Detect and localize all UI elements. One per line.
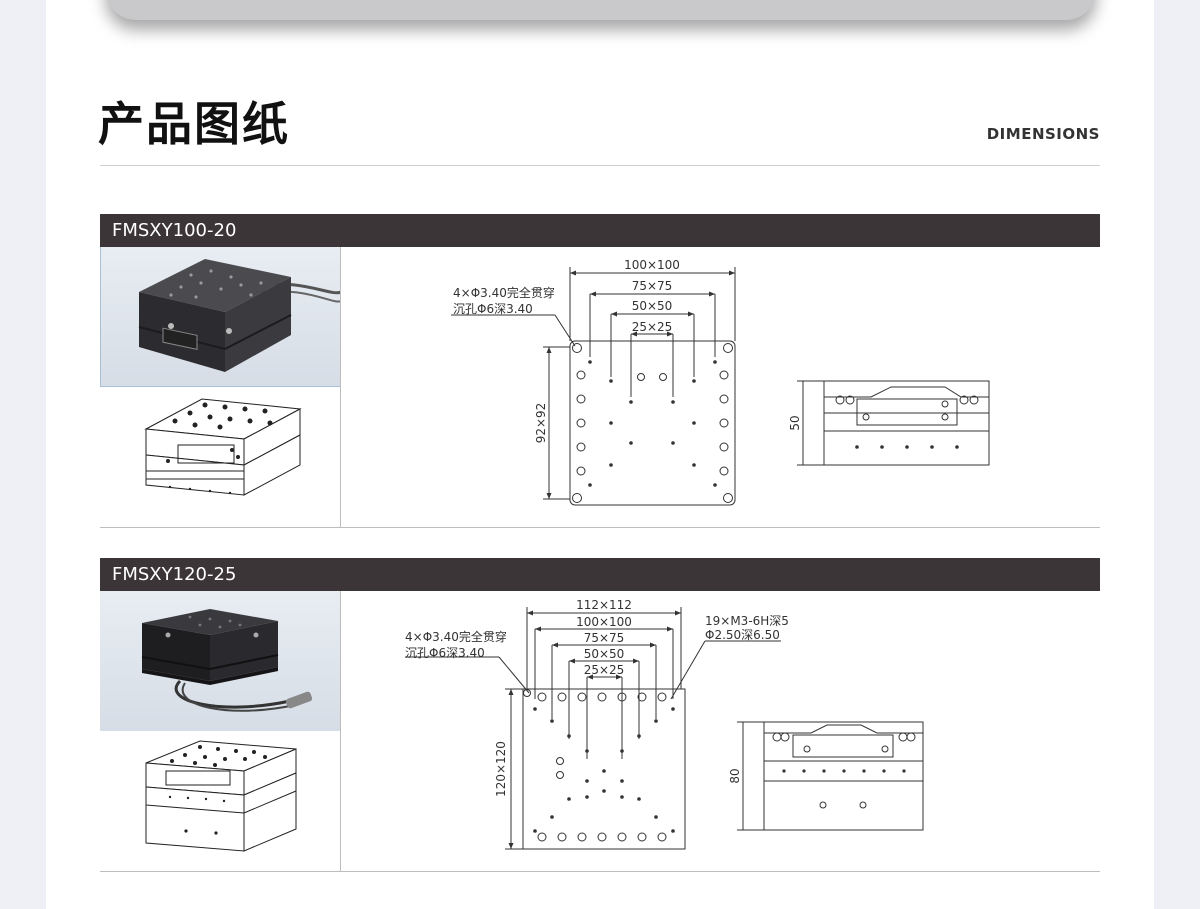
dim-side: 120×120: [494, 741, 508, 797]
product-line-sketch: [100, 387, 340, 531]
dim-25: 25×25: [632, 320, 673, 334]
hole-note-line2: 沉孔Φ6深3.40: [453, 302, 533, 316]
dim-75: 75×75: [632, 279, 673, 293]
product-section-2: FMSXY120-25: [100, 558, 1100, 872]
dim-25: 25×25: [584, 663, 625, 677]
product-body: 112×112 100×100 75×75 50×50 25×25 120×12…: [100, 591, 1100, 872]
product-page: 产品图纸 DIMENSIONS FMSXY100-20: [46, 0, 1154, 909]
dim-100: 100×100: [576, 615, 632, 629]
technical-drawing: 112×112 100×100 75×75 50×50 25×25 120×12…: [341, 591, 1100, 875]
title-divider: [100, 165, 1100, 166]
column-divider: [340, 247, 341, 527]
model-bar: FMSXY100-20: [100, 214, 1100, 247]
hole-note-line1: 4×Φ3.40完全贯穿: [453, 285, 555, 300]
thread-note-line1: 19×M3-6H深5: [705, 614, 789, 628]
dim-100: 100×100: [624, 258, 680, 272]
page-title: 产品图纸: [98, 97, 290, 151]
product-photo: [100, 247, 340, 387]
technical-drawing: 100×100 75×75 50×50 25×25 92×92 50 4×Φ3.…: [341, 247, 1100, 531]
dim-50: 50×50: [584, 647, 625, 661]
dim-height: 50: [788, 415, 802, 430]
hole-note-line1: 4×Φ3.40完全贯穿: [405, 629, 507, 644]
product-photo: [100, 591, 340, 731]
dim-height: 80: [728, 768, 742, 783]
top-product-image-edge: [106, 0, 1096, 20]
hole-note-line2: 沉孔Φ6深3.40: [405, 646, 485, 660]
product-body: 100×100 75×75 50×50 25×25 92×92 50 4×Φ3.…: [100, 247, 1100, 528]
product-line-sketch: [100, 731, 340, 875]
column-divider: [340, 591, 341, 871]
page-subtitle: DIMENSIONS: [986, 125, 1100, 143]
dim-50: 50×50: [632, 299, 673, 313]
dim-75: 75×75: [584, 631, 625, 645]
thread-note-line2: Φ2.50深6.50: [705, 628, 780, 642]
product-section-1: FMSXY100-20: [100, 214, 1100, 528]
model-bar: FMSXY120-25: [100, 558, 1100, 591]
dim-side: 92×92: [534, 403, 548, 444]
dim-112: 112×112: [576, 598, 632, 612]
